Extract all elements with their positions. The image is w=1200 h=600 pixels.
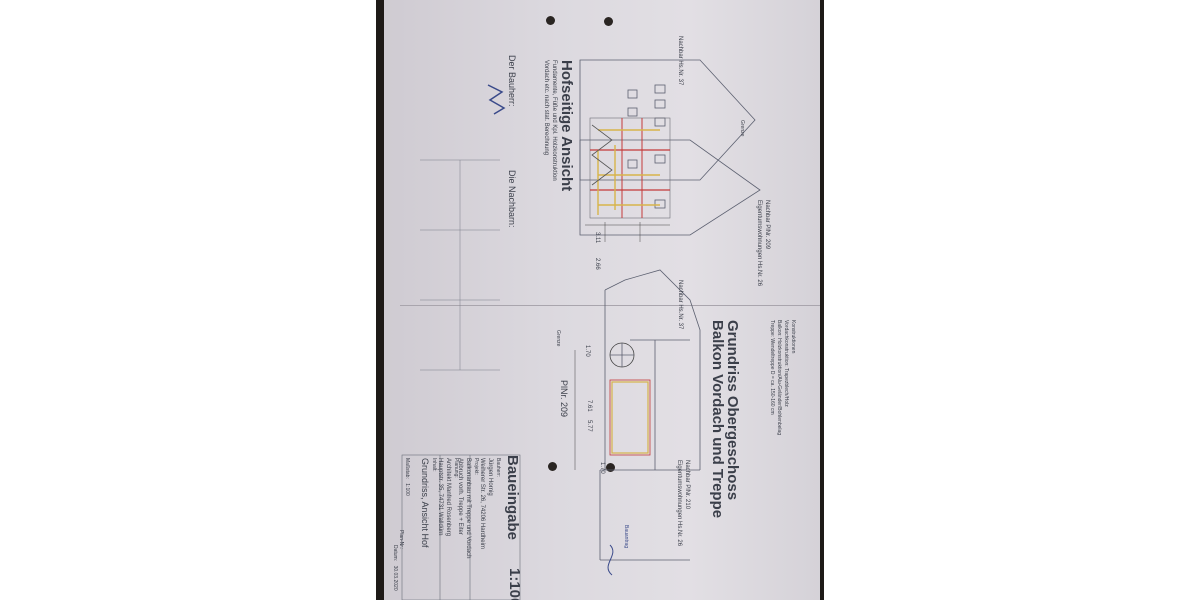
plan-dim-1: 1.70 (584, 345, 590, 357)
massstab-label: Maßstab: (404, 458, 410, 479)
projekt-line-1: Balkonanbau mit Treppe und Vordach (465, 458, 471, 559)
plan-title-group: Grundriss Obergeschoss Balkon Vordach un… (709, 320, 741, 519)
titleblock-planung: Planung: Architekt Manfred Rosenberg Hau… (437, 458, 459, 537)
elevation-title: Hofseitige Ansicht (558, 60, 575, 192)
elevation-title-group: Hofseitige Ansicht Fundamente, Füße und … (543, 60, 575, 192)
elevation-neighbor-right-2: Eigentumswohnungen Hs.Nr. 26 (756, 200, 762, 287)
signature-scribble (487, 84, 506, 115)
titleblock-massstab: Maßstab: 1:100 (402, 458, 418, 496)
construction-line-1: Vordachkonstruktion: Trapezblech/Holz (783, 320, 789, 407)
plan-neighbor-left: Nachbar Hs.Nr. 37 (677, 280, 683, 330)
elevation-balcony-structure (585, 117, 671, 242)
elevation-grenze: Grenze (739, 120, 745, 137)
plan-grenze: Grenze (555, 330, 561, 347)
elevation-house-left (579, 59, 756, 181)
stamp-scribble (607, 544, 614, 576)
fold-line (400, 305, 820, 306)
bauherr-name: Jürgen Hornig (487, 458, 493, 496)
bauherr-address: Weiherer Str. 26, 74206 Hardheim (479, 458, 485, 549)
elevation-dim-b: 2.66 (594, 258, 600, 270)
planung-label: Planung: (453, 458, 459, 478)
titleblock-heading: Baueingabe (504, 455, 521, 541)
elevation-dim-a: 3.11 (594, 232, 600, 244)
plan-title-line-1: Grundriss Obergeschoss (724, 320, 741, 501)
planung-line-2: Hauptstr. 35, 74731 Walldürn (437, 458, 443, 536)
punch-hole-icon (604, 17, 613, 26)
nachbarn-signature-label: Die Nachbarn: (507, 170, 517, 228)
elevation-neighbor-right: Nachbar PlNr. 209 (764, 200, 770, 250)
plan-dim-4: 1.70 (599, 462, 605, 474)
bauherr-signature-label: Der Bauherr: (507, 55, 517, 107)
elevation-subtitle: Fundamente, Füße und Kpl. Holzkonstrukti… (551, 60, 557, 181)
inhalt-label: Inhalt: (431, 458, 437, 472)
bauherr-label: Bauherr: (495, 458, 501, 478)
plan-dim-2: 7.61 (586, 400, 592, 412)
elevation-subtitle-2: Vordach etc. nach stat. Berechnung (543, 60, 549, 156)
inhalt-value: Grundriss, Ansicht Hof (420, 458, 430, 548)
signature-table (420, 159, 500, 371)
titleblock-scale-large: 1:100 (506, 568, 523, 600)
massstab-value: 1:100 (404, 483, 410, 496)
plan-outline (574, 269, 701, 561)
punch-hole-icon (606, 463, 615, 472)
punch-hole-icon (548, 462, 557, 471)
construction-line-2: Balkon: Holzkonstruktion/Alu-Geländer/Bo… (776, 320, 782, 436)
planung-line-1: Architekt Manfred Rosenberg (445, 458, 451, 537)
plan-neighbor-right-group: Nachbar PlNr. 210 Eigentumswohnungen Hs.… (676, 460, 690, 546)
elevation-house-right (579, 139, 761, 236)
plan-neighbor-right: Nachbar PlNr. 210 (684, 460, 690, 510)
titleblock-projekt: Projekt: Balkonanbau mit Treppe und Vord… (457, 458, 479, 559)
plan-parcel: PlNr. 209 (559, 380, 569, 418)
titleblock-datum: Datum: 30.03.2020 (390, 545, 406, 591)
elevation-neighbor-left: Nachbar Hs.Nr. 37 (677, 36, 683, 86)
datum-label: Datum: (392, 545, 398, 562)
plan-dim-3: 5.77 (586, 420, 592, 432)
titleblock-bauherr: Bauherr: Jürgen Hornig Weiherer Str. 26,… (479, 458, 501, 549)
title-block-frame (401, 454, 521, 600)
construction-line-3: Treppe: Wendeltreppe D = ca. 150-160 cm (769, 320, 775, 415)
punch-hole-icon (546, 16, 555, 25)
stamp-text: Bauantrag (623, 525, 629, 549)
construction-notes: Konstruktionen Vordachkonstruktion: Trap… (769, 320, 796, 436)
construction-label: Konstruktionen (790, 320, 796, 354)
plan-title-line-2: Balkon Vordach und Treppe (709, 320, 726, 519)
datum-value: 30.03.2020 (392, 565, 398, 591)
titleblock-inhalt: Inhalt: Grundriss, Ansicht Hof (420, 458, 437, 548)
plan-neighbor-right-2: Eigentumswohnungen Hs.Nr. 26 (676, 460, 682, 547)
projekt-label: Projekt: (473, 458, 479, 475)
